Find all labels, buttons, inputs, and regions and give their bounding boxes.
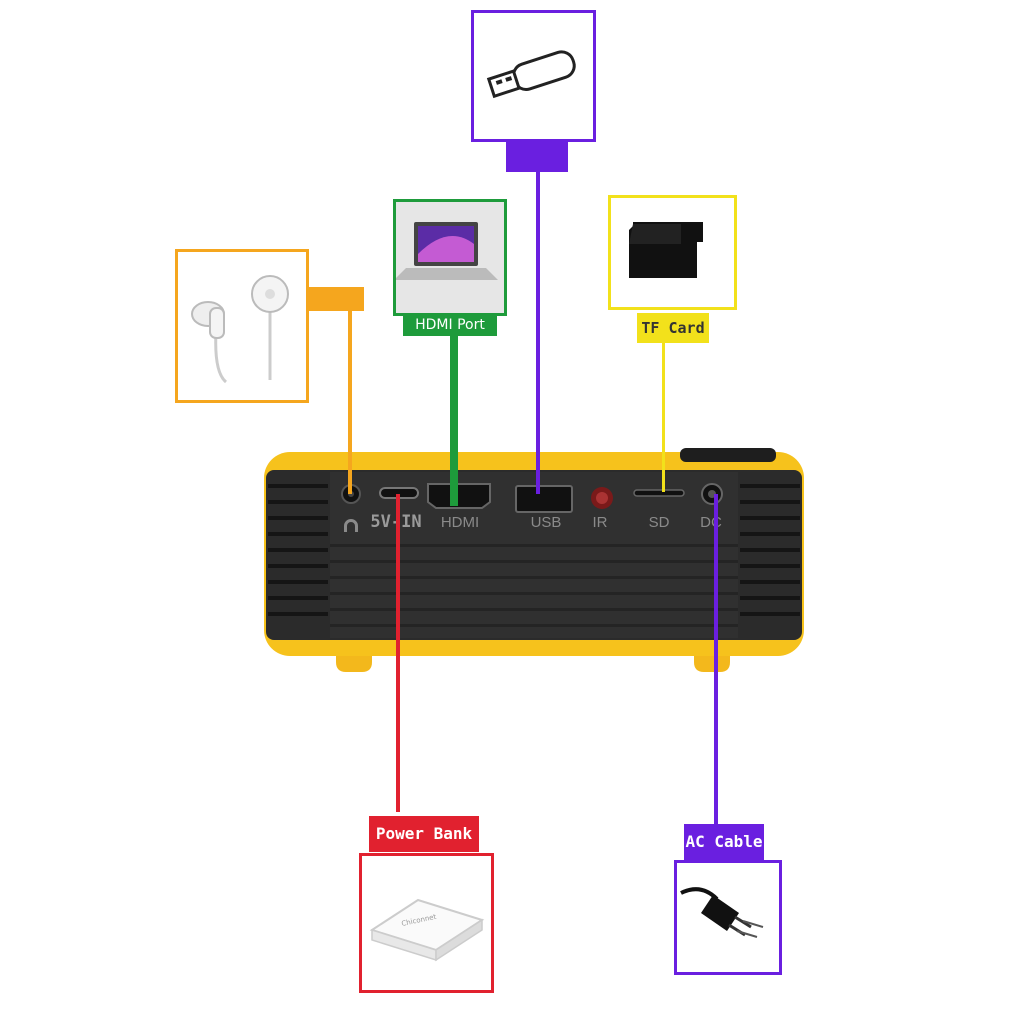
earphones-icon <box>191 275 289 384</box>
ac-cable-callout-label: AC Cable <box>684 824 764 860</box>
projector <box>262 448 808 680</box>
hdmi-callout-label: HDMI Port <box>403 314 497 336</box>
headphones-callout <box>175 249 309 403</box>
power-bank-callout-label: Power Bank <box>369 816 479 852</box>
projector-vents-right <box>740 484 800 616</box>
tf-card-icon <box>629 222 703 278</box>
usb-callout-tab <box>506 140 568 172</box>
headphones-callout-tab <box>306 287 364 311</box>
ac-cable-callout <box>674 860 782 975</box>
tf-connector-wire <box>662 342 665 492</box>
port-label-hdmi: HDMI <box>440 514 480 531</box>
ac-plug-icon <box>680 887 764 938</box>
power-connector-wire <box>396 494 400 812</box>
port-label-sd: SD <box>648 514 670 531</box>
port-label-dc: DC <box>700 514 722 531</box>
port-label-ir: IR <box>592 514 608 531</box>
hdmi-callout <box>393 199 507 316</box>
headphones-connector-wire <box>348 310 352 494</box>
sd-card-slot <box>633 489 685 497</box>
hdmi-port <box>427 483 491 509</box>
hdmi-connector-wire <box>450 334 458 506</box>
tf-callout-label: TF Card <box>637 313 709 343</box>
ac-connector-wire <box>714 494 718 824</box>
projector-vents-left <box>268 484 328 616</box>
port-label-usb: USB <box>530 514 562 531</box>
usb-port <box>515 485 573 513</box>
usb-connector-wire <box>536 170 540 494</box>
tf-callout <box>608 195 737 310</box>
usb-drive-icon <box>486 50 576 99</box>
power-bank-callout: Chiconnet <box>359 853 494 993</box>
usb-callout <box>471 10 596 142</box>
power-bank-icon: Chiconnet <box>369 898 485 962</box>
laptop-icon <box>396 202 504 313</box>
